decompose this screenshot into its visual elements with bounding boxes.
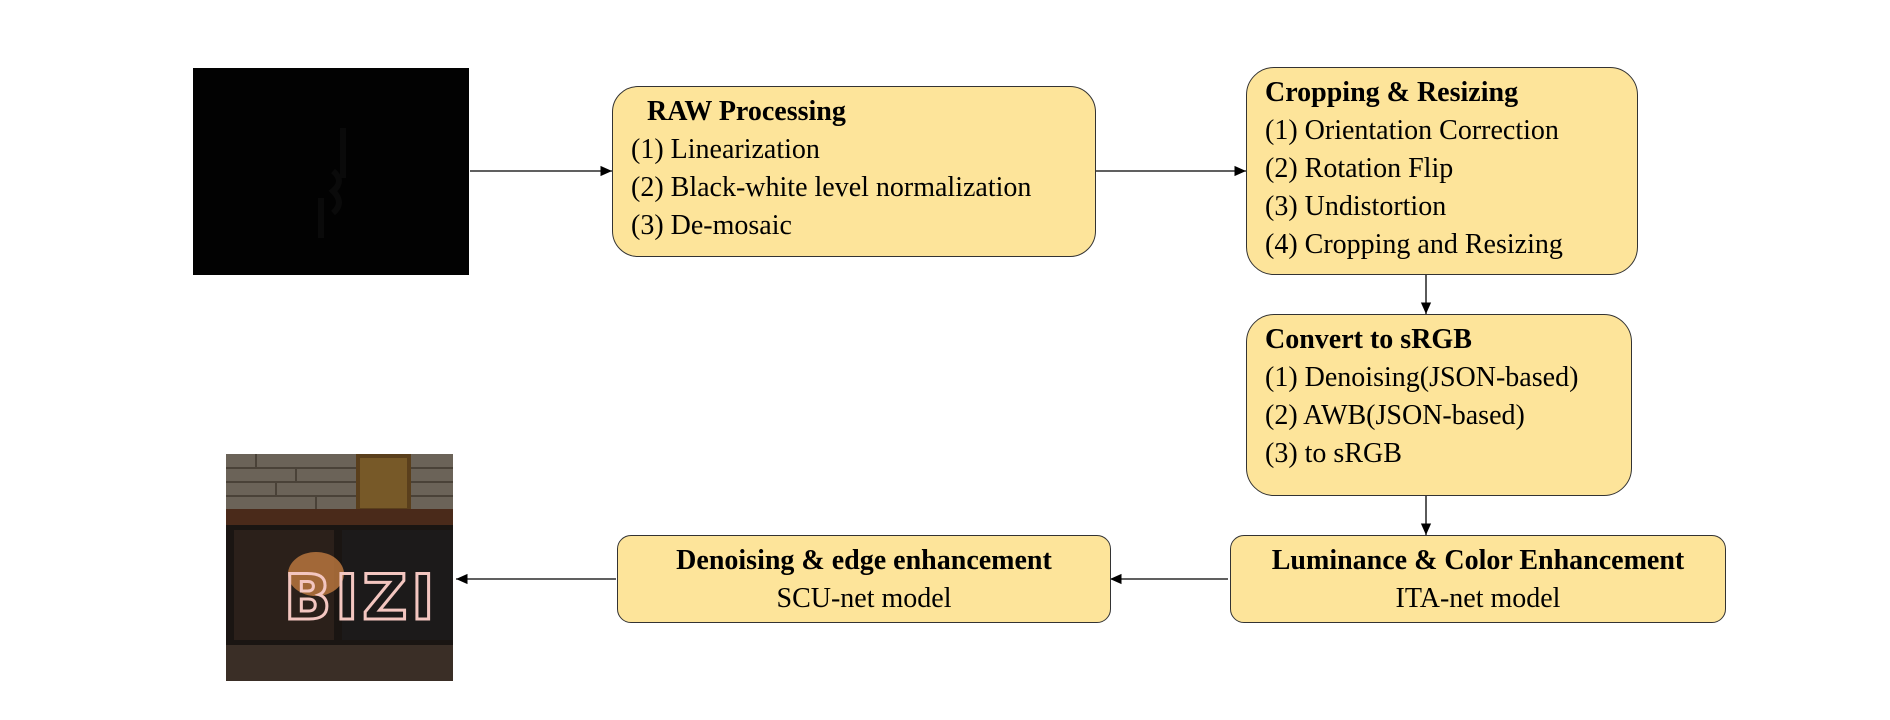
dark-raw-image-icon bbox=[193, 68, 469, 275]
cropping-step: (3) Undistortion bbox=[1265, 191, 1447, 222]
cropping-resizing-title: Cropping & Resizing bbox=[1265, 77, 1519, 108]
raw-processing-step: (3) De-mosaic bbox=[631, 210, 792, 241]
convert-step: (3) to sRGB bbox=[1265, 438, 1402, 469]
luminance-color-box: Luminance & Color Enhancement ITA-net mo… bbox=[1230, 535, 1726, 623]
neon-sign-text: BIZI bbox=[284, 561, 438, 634]
cropping-step: (4) Cropping and Resizing bbox=[1265, 229, 1563, 260]
output-enhanced-image: BIZI bbox=[226, 454, 453, 681]
raw-processing-step: (2) Black-white level normalization bbox=[631, 172, 1032, 203]
convert-srgb-title: Convert to sRGB bbox=[1265, 324, 1472, 355]
cropping-resizing-box: Cropping & Resizing (1) Orientation Corr… bbox=[1246, 67, 1638, 275]
luminance-color-model: ITA-net model bbox=[1395, 583, 1561, 614]
cropping-step: (2) Rotation Flip bbox=[1265, 153, 1454, 184]
denoising-edge-model: SCU-net model bbox=[776, 583, 952, 614]
denoising-edge-box: Denoising & edge enhancement SCU-net mod… bbox=[617, 535, 1111, 623]
luminance-color-title: Luminance & Color Enhancement bbox=[1271, 545, 1685, 576]
enhanced-neon-sign-image-icon: BIZI bbox=[226, 454, 453, 681]
input-raw-image bbox=[193, 68, 469, 275]
cropping-step: (1) Orientation Correction bbox=[1265, 115, 1559, 146]
convert-step: (1) Denoising(JSON-based) bbox=[1265, 362, 1579, 393]
denoising-edge-title: Denoising & edge enhancement bbox=[676, 545, 1052, 576]
convert-step: (2) AWB(JSON-based) bbox=[1265, 400, 1525, 431]
raw-processing-step: (1) Linearization bbox=[631, 134, 820, 165]
convert-srgb-box: Convert to sRGB (1) Denoising(JSON-based… bbox=[1246, 314, 1632, 496]
raw-processing-title: RAW Processing bbox=[647, 96, 846, 127]
raw-processing-box: RAW Processing (1) Linearization (2) Bla… bbox=[612, 86, 1096, 257]
